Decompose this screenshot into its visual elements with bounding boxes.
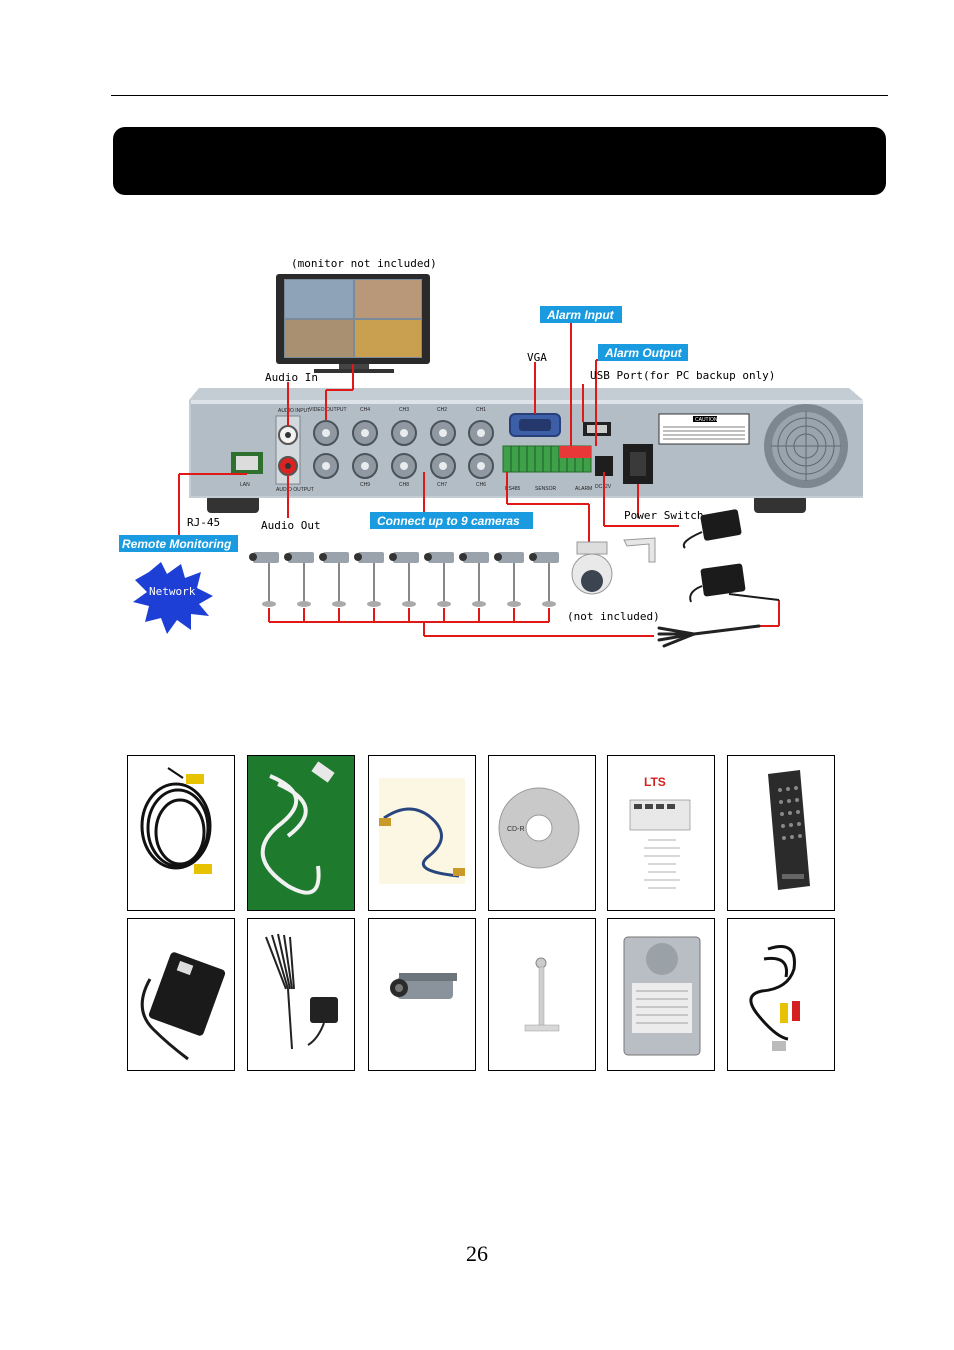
accessory-user-manual: LTS	[607, 755, 715, 911]
monitor	[276, 274, 430, 373]
alarm-input-tag	[540, 306, 622, 323]
cable-coil-icon	[140, 767, 212, 874]
svg-text:Remote Monitoring: Remote Monitoring	[122, 537, 232, 551]
camera-icon	[390, 973, 457, 999]
accessory-software-cd: CD-R	[488, 755, 596, 911]
usb-port-label: USB Port(for PC backup only)	[590, 369, 775, 382]
ch2-label: CH2	[437, 407, 447, 413]
cd-label: CD-R	[507, 826, 525, 833]
accessory-remote-control	[727, 755, 835, 911]
audio-in-label: Audio In	[265, 371, 318, 384]
bracket-icon	[524, 957, 560, 1032]
connection-wires	[178, 322, 780, 637]
accessory-power-splitter	[247, 918, 355, 1071]
video-output-label: VIDEO OUTPUT	[309, 407, 347, 413]
not-included-label: (not included)	[567, 610, 660, 623]
network-cloud	[133, 562, 213, 634]
blue-cable-icon	[379, 778, 465, 884]
svg-text:CAUTION: CAUTION	[695, 417, 718, 423]
accessory-network-cable-white	[247, 755, 355, 911]
network-label: Network	[149, 585, 196, 598]
section-banner	[113, 127, 886, 195]
ch9-label: CH9	[360, 482, 370, 488]
splitter-icon	[265, 933, 338, 1050]
sensor-label: SENSOR	[535, 486, 557, 492]
accessory-power-adapter	[127, 918, 235, 1071]
monitor-note: (monitor not included)	[291, 257, 437, 270]
ch7-label: CH7	[437, 482, 447, 488]
ch1-label: CH1	[476, 407, 486, 413]
vga-label: VGA	[527, 351, 547, 364]
audio-input-label: AUDIO INPUT	[278, 408, 310, 414]
accessory-av-cable	[727, 918, 835, 1071]
header-rule	[111, 95, 888, 96]
ch3-label: CH3	[399, 407, 409, 413]
accessory-bullet-camera	[368, 918, 476, 1071]
rj45-label: RJ-45	[187, 516, 220, 529]
ch8-label: CH8	[399, 482, 409, 488]
av-cable-icon	[749, 945, 800, 1051]
power-switch-label: Power Switch	[624, 509, 703, 522]
ptz-dome-camera	[571, 537, 656, 595]
accessory-lan-cable	[368, 755, 476, 911]
audio-output-label: AUDIO OUTPUT	[276, 487, 314, 493]
accessory-hard-drive	[607, 918, 715, 1071]
connection-diagram: (monitor not included) LAN AUDIO INPUT A…	[119, 257, 863, 648]
rs485-label: RS485	[505, 486, 521, 492]
white-cable-icon	[260, 761, 335, 895]
hard-drive-icon	[623, 936, 701, 1056]
alarm-label: ALARM	[575, 486, 592, 492]
connect-cameras-tag	[370, 512, 533, 529]
remote-icon	[768, 770, 810, 890]
svg-text:Connect up to 9 cameras: Connect up to 9 cameras	[377, 514, 520, 528]
adapter-icon	[140, 952, 226, 1061]
dc12v-jack	[595, 456, 613, 476]
alarm-output-tag	[598, 344, 688, 361]
ch4-label: CH4	[360, 407, 370, 413]
power-splitter	[657, 624, 761, 648]
camera-row	[249, 552, 559, 607]
audio-out-label: Audio Out	[261, 519, 321, 532]
manual-brand: LTS	[644, 775, 666, 789]
accessory-camera-bracket	[488, 918, 596, 1071]
svg-text:Alarm Output: Alarm Output	[604, 346, 683, 360]
ch6-label: CH6	[476, 482, 486, 488]
accessory-video-cable	[127, 755, 235, 911]
manual-icon: LTS	[629, 775, 691, 889]
remote-monitoring-tag	[119, 535, 238, 552]
svg-text:Alarm Input: Alarm Input	[546, 308, 615, 322]
lan-label: LAN	[240, 482, 250, 488]
power-adapters	[682, 509, 780, 603]
cd-icon: CD-R	[498, 787, 580, 869]
page-number: 26	[466, 1241, 488, 1266]
